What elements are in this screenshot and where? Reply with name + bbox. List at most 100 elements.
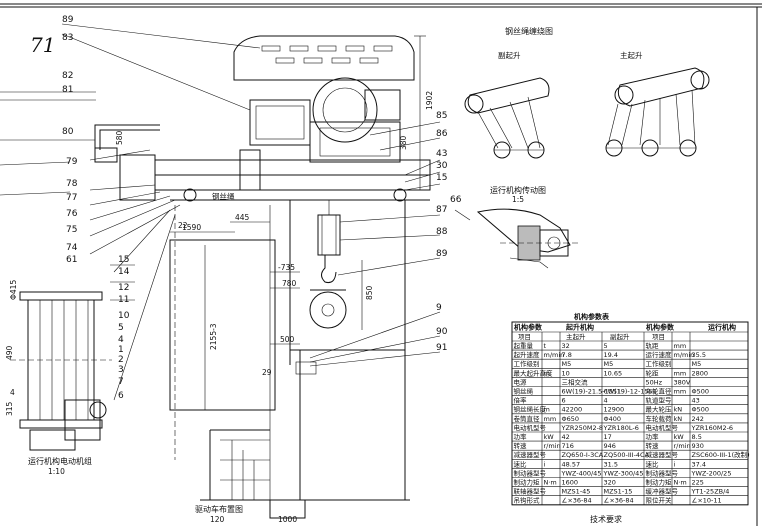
canopy-roof (233, 35, 415, 81)
table-cell-16-6: YT1-25ZB/4 (691, 488, 730, 496)
table-cell-1-0: 起升速度 (514, 350, 541, 359)
dim-29: 29 (262, 368, 272, 377)
table-cell-13-1: i (544, 460, 546, 468)
plan-view-title: 驱动车布置图 (195, 504, 243, 514)
dim-d4: 4 (10, 388, 15, 397)
table-cell-15-4: 制动力矩 (646, 478, 673, 487)
svg-text:1590: 1590 (182, 223, 201, 232)
balloon-mid-8: 2 (118, 355, 124, 365)
balloon-mid-2: 12 (118, 283, 129, 293)
table-cell-10-3: 17 (604, 433, 612, 441)
table-cell-15-6: 225 (692, 479, 704, 487)
table-cell-11-3: 946 (604, 442, 616, 450)
table-cell-16-0: 联轴器型号 (514, 487, 547, 496)
detail-a-motor-group (10, 291, 112, 451)
table-sub-1: 主起升 (566, 332, 586, 341)
table-cell-1-2: 7.8 (562, 351, 572, 359)
dim-22: 22 (178, 221, 188, 230)
table-cell-6-6: 43 (692, 397, 700, 405)
table-cell-17-6: ∠×10-11 (692, 497, 722, 505)
table-cell-15-1: N·m (544, 479, 557, 487)
left-leaders (0, 23, 261, 255)
balloon-left-3: 81 (62, 85, 73, 95)
table-cell-2-0: 工作级别 (514, 359, 540, 368)
table-cell-11-0: 转速 (514, 441, 528, 450)
table-cell-13-6: 37.4 (692, 460, 706, 468)
balloon-mid-7: 1 (118, 345, 124, 355)
balloon-right-4: 15 (436, 173, 447, 183)
table-cell-14-6: YWZ-200/25 (691, 469, 732, 477)
table-head-4: 运行机构 (708, 323, 736, 332)
table-cell-3-6: 2800 (692, 369, 709, 377)
balloon-right-9: 9 (436, 303, 442, 313)
table-cell-13-4: 速比 (646, 459, 660, 468)
table-cell-17-3: ∠×36-84 (604, 497, 634, 505)
table-cell-7-1: m (544, 406, 550, 414)
table-cell-10-2: 42 (562, 433, 570, 441)
table-cell-17-2: ∠×36-84 (562, 497, 592, 505)
table-head-0: 机构参数 (514, 323, 543, 332)
table-cell-1-1: m/min (544, 351, 565, 359)
dim-d490: 490 (5, 345, 14, 360)
footer-title: 技术要求 (590, 514, 622, 524)
table-cell-12-6: ZSC600-III-1(改制) (692, 450, 750, 459)
table-head-3: 机构参数 (646, 323, 675, 332)
table-cell-6-2: 6 (562, 397, 566, 405)
table-cell-13-2: 48.57 (562, 460, 581, 468)
table-cell-5-0: 钢丝绳 (514, 387, 534, 396)
detail-a-scale: 1:10 (48, 467, 65, 476)
detail-b-section (476, 208, 580, 269)
table-cell-5-6: Φ500 (692, 388, 710, 396)
table-cell-12-2: ZQ650-I-3CA (562, 451, 604, 459)
table-cell-2-2: M5 (562, 360, 572, 368)
table-cell-11-5: r/min (674, 442, 691, 450)
dim-1902: 1902 (414, 35, 434, 190)
balloon-mid-0: 15 (118, 255, 129, 265)
balloon-left-2: 82 (62, 71, 73, 81)
table-cell-0-4: 轨距 (646, 341, 660, 350)
table-cell-15-0: 制动力矩 (514, 478, 541, 487)
table-cell-7-2: 42200 (562, 406, 583, 414)
table-cell-10-1: kW (544, 433, 555, 441)
dim-380: 380 (399, 135, 408, 150)
balloon-mid-9: 3 (118, 365, 124, 375)
table-cell-8-6: 242 (692, 415, 704, 423)
balloon-left-1: 83 (62, 33, 73, 43)
hook-block (317, 200, 341, 283)
dim-d315: 315 (5, 401, 14, 416)
table-cell-7-5: kN (674, 406, 683, 414)
table-cell-3-2: 10 (562, 369, 570, 377)
dim-780: 780 (270, 279, 300, 289)
table-cell-0-3: 5 (604, 342, 608, 350)
balloon-right-3: 30 (436, 161, 448, 171)
table-cell-8-2: Φ650 (562, 415, 580, 423)
table-cell-9-6: YZR160M2-6 (691, 424, 734, 432)
table-cell-15-3: 320 (604, 479, 616, 487)
table-cell-8-0: 卷筒直径 (514, 414, 541, 423)
table-cell-4-5: 380V (674, 378, 691, 386)
table-cell-1-5: m/min (674, 351, 695, 359)
table-cell-11-1: r/min (544, 442, 561, 450)
table-cell-11-4: 转速 (646, 441, 660, 450)
detail-a-title: 运行机构电动机组 (28, 456, 92, 466)
table-cell-9-2: YZR250M2-8 (561, 424, 604, 432)
balloon-left-8: 76 (66, 209, 78, 219)
balloon-right-8: 89 (436, 249, 448, 259)
balloon-mid-11: 6 (118, 391, 124, 401)
table-cell-6-4: 轨道型号 (646, 396, 673, 405)
table-cell-16-3: MZS1-15 (604, 488, 633, 496)
svg-text:2155-3: 2155-3 (209, 323, 218, 350)
main-reeving (605, 67, 710, 157)
table-cell-14-4: 制动器型号 (646, 468, 679, 477)
table-cell-13-3: 31.5 (604, 460, 618, 468)
table-cell-5-4: 车轮直径 (646, 387, 673, 396)
table-cell-12-4: 减速器型号 (646, 450, 679, 459)
table-cell-6-3: 4 (604, 397, 608, 405)
table-cell-2-4: 工作级别 (646, 359, 672, 368)
table-cell-8-4: 车轮载荷 (646, 414, 673, 423)
table-cell-3-1: m (544, 369, 550, 377)
balloon-left-5: 79 (66, 157, 78, 167)
table-cell-0-0: 起重量 (514, 342, 534, 350)
access-ladder (200, 349, 410, 519)
